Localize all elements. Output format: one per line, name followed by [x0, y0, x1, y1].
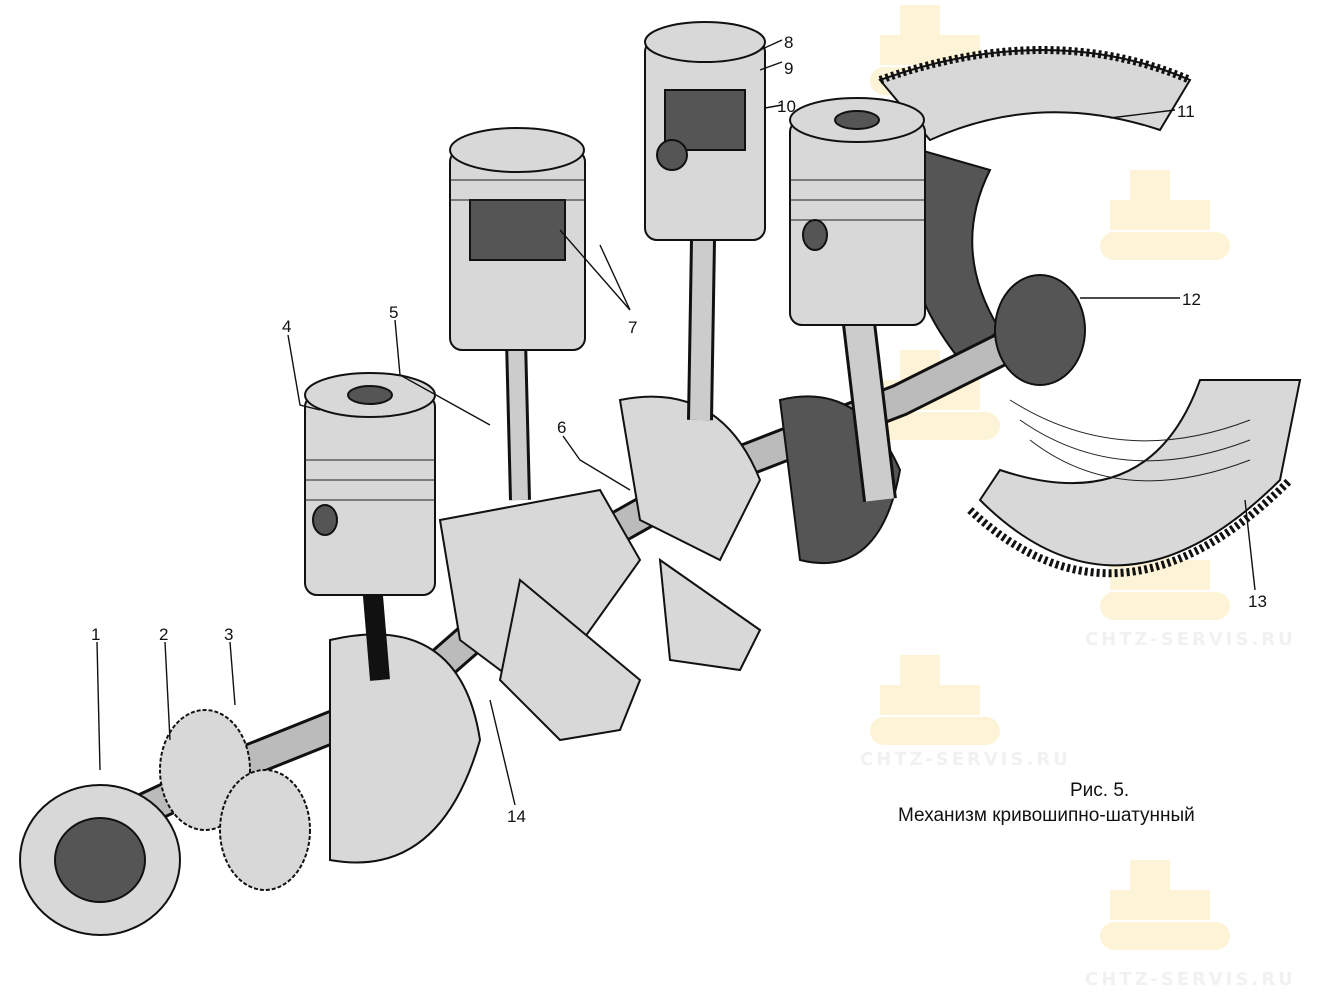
label-9: 9 — [784, 59, 793, 78]
label-8: 8 — [784, 33, 793, 52]
label-4: 4 — [282, 317, 291, 336]
label-10: 10 — [777, 97, 796, 116]
label-3: 3 — [224, 625, 233, 644]
label-7: 7 — [628, 318, 637, 337]
watermark-text: CHTZ-SERVIS.RU — [1085, 629, 1296, 650]
watermark-text: CHTZ-SERVIS.RU — [1085, 969, 1296, 990]
piston — [789, 97, 926, 326]
flywheel — [878, 46, 1302, 578]
piston-cutaway — [644, 21, 766, 241]
piston-rod-assemblies — [304, 21, 926, 681]
piston — [304, 372, 436, 596]
watermark-text: CHTZ-SERVIS.RU — [860, 749, 1071, 770]
piston-cutaway — [449, 127, 586, 351]
figure-number: Рис. 5. — [1070, 780, 1130, 801]
label-13: 13 — [1248, 592, 1267, 611]
label-11: 11 — [1177, 102, 1195, 121]
label-5: 5 — [389, 303, 398, 322]
label-6: 6 — [557, 418, 566, 437]
bulldozer-watermark-icon — [1100, 170, 1230, 260]
leader-lines — [96, 39, 1256, 806]
label-2: 2 — [159, 625, 168, 644]
label-14: 14 — [507, 807, 526, 826]
label-1: 1 — [91, 625, 100, 644]
watermark-logos: CHTZ-SERVIS.RU CHTZ-SERVIS.RU CHTZ-SERVI… — [860, 5, 1296, 990]
label-12: 12 — [1182, 290, 1201, 309]
bulldozer-watermark-icon — [870, 655, 1000, 745]
figure-title: Механизм кривошипно-шатунный — [898, 805, 1195, 826]
figure-caption: Рис. 5. Механизм кривошипно-шатунный — [898, 780, 1195, 827]
part-labels: 1 2 3 4 5 6 7 8 9 10 11 12 13 14 — [91, 33, 1267, 826]
bulldozer-watermark-icon — [1100, 860, 1230, 950]
crankshaft — [19, 274, 1086, 936]
